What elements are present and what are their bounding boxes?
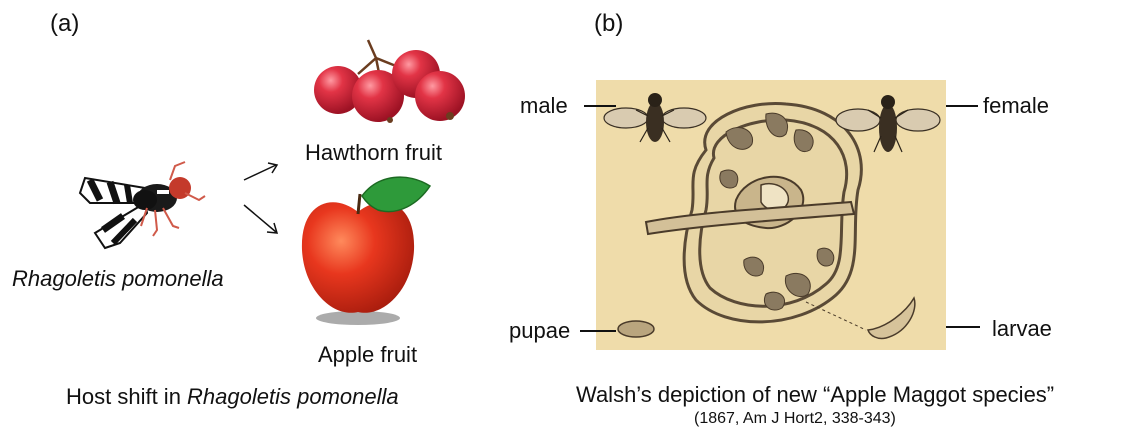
apple-shadow <box>316 311 400 325</box>
pupae-label: pupae <box>509 318 570 344</box>
hawthorn-fruit-illustration <box>298 38 478 128</box>
arrow-to-hawthorn-icon <box>244 163 277 180</box>
apple-body <box>302 202 414 313</box>
host-shift-arrows <box>240 160 290 240</box>
apple-maggot-engraving <box>596 80 946 350</box>
hawthorn-label: Hawthorn fruit <box>305 140 442 166</box>
fly-wings <box>80 178 147 248</box>
larvae-pointer-line <box>946 326 980 328</box>
pupa-engraving <box>618 321 654 337</box>
panel-a-caption-prefix: Host shift in <box>66 384 187 409</box>
apple-stem <box>358 194 360 214</box>
apple-illustration <box>298 172 438 328</box>
panel-b-caption: Walsh’s depiction of new “Apple Maggot s… <box>576 382 1054 408</box>
male-fly-engraving <box>604 93 706 142</box>
male-label: male <box>520 93 568 119</box>
arrow-to-apple-icon <box>244 205 277 233</box>
panel-a-caption-species: Rhagoletis pomonella <box>187 384 399 409</box>
larvae-label: larvae <box>992 316 1052 342</box>
female-label: female <box>983 93 1049 119</box>
larva-engraving <box>868 298 915 339</box>
hawthorn-berry <box>415 71 465 121</box>
panel-a-label: (a) <box>50 10 79 38</box>
panel-a-caption: Host shift in Rhagoletis pomonella <box>66 384 399 410</box>
fly-illustration <box>75 148 215 258</box>
fly-eye <box>169 177 191 199</box>
pupae-pointer-line <box>580 330 616 332</box>
female-pointer-line <box>946 105 978 107</box>
panel-b-label: (b) <box>594 10 623 38</box>
species-name-label: Rhagoletis pomonella <box>12 266 224 292</box>
apple-leaf <box>362 177 430 211</box>
panel-b-citation: (1867, Am J Hort2, 338-343) <box>694 410 896 428</box>
male-pointer-line <box>584 105 616 107</box>
apple-label: Apple fruit <box>318 342 417 368</box>
